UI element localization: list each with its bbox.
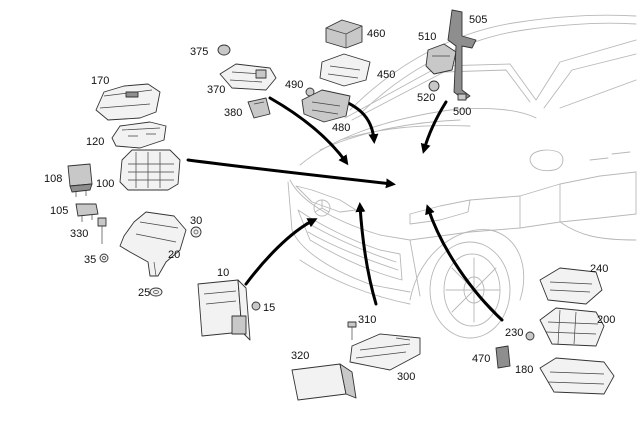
part-300-control-module [349, 333, 421, 371]
part-240-fuse-cover [539, 267, 603, 305]
label-380: 380 [224, 107, 242, 119]
part-370-module [219, 63, 277, 91]
label-450: 450 [377, 69, 395, 81]
label-25: 25 [138, 287, 150, 299]
part-108-relay [67, 163, 93, 197]
label-375: 375 [190, 46, 208, 58]
part-100-fuse-relay-box [119, 149, 181, 191]
part-15-screw [251, 301, 261, 311]
label-320: 320 [291, 350, 309, 362]
label-10: 10 [217, 267, 229, 279]
label-15: 15 [263, 302, 275, 314]
label-30: 30 [190, 215, 202, 227]
label-240: 240 [590, 263, 608, 275]
part-510-module [425, 43, 457, 75]
label-460: 460 [367, 28, 385, 40]
part-230-clip [525, 331, 535, 341]
part-180-base-tray [539, 357, 615, 395]
part-120-fuse-bracket [111, 121, 167, 149]
label-120: 120 [86, 136, 104, 148]
label-480: 480 [332, 122, 350, 134]
part-380-bracket [247, 97, 271, 119]
part-310-screw [347, 321, 357, 340]
label-505: 505 [469, 14, 487, 26]
label-105: 105 [50, 205, 68, 217]
part-200-fuse-box [539, 307, 605, 347]
part-480-tray [301, 89, 351, 123]
part-20-module-holder [119, 211, 187, 277]
part-30-clip [190, 226, 202, 238]
part-170-fuse-box-cover [95, 83, 161, 121]
part-375-grommet [217, 44, 231, 56]
part-105-fuse [75, 203, 99, 222]
label-510: 510 [418, 31, 436, 43]
label-170: 170 [91, 75, 109, 87]
label-230: 230 [505, 327, 523, 339]
label-108: 108 [44, 173, 62, 185]
label-100: 100 [96, 178, 114, 190]
part-460-cover [325, 19, 363, 49]
part-320-box [291, 363, 357, 401]
label-500: 500 [453, 106, 471, 118]
label-470: 470 [472, 353, 490, 365]
part-labels: 170 120 108 100 105 330 35 30 20 25 10 1… [44, 14, 615, 383]
part-500-clip [457, 93, 467, 101]
label-180: 180 [515, 364, 533, 376]
label-300: 300 [397, 371, 415, 383]
part-35-nut [99, 253, 109, 263]
part-470-connector [495, 345, 511, 369]
label-370: 370 [207, 84, 225, 96]
label-20: 20 [168, 249, 180, 261]
part-450-module [319, 53, 371, 87]
label-520: 520 [417, 92, 435, 104]
part-520-sensor [428, 80, 440, 92]
label-490: 490 [285, 79, 303, 91]
part-505-bracket [447, 9, 477, 101]
label-310: 310 [358, 314, 376, 326]
part-330-bolt [97, 217, 107, 244]
part-25-grommet [149, 287, 163, 297]
label-35: 35 [84, 254, 96, 266]
pointer-arrows [186, 96, 504, 322]
label-200: 200 [597, 314, 615, 326]
part-10-control-unit [197, 279, 251, 341]
label-330: 330 [70, 228, 88, 240]
